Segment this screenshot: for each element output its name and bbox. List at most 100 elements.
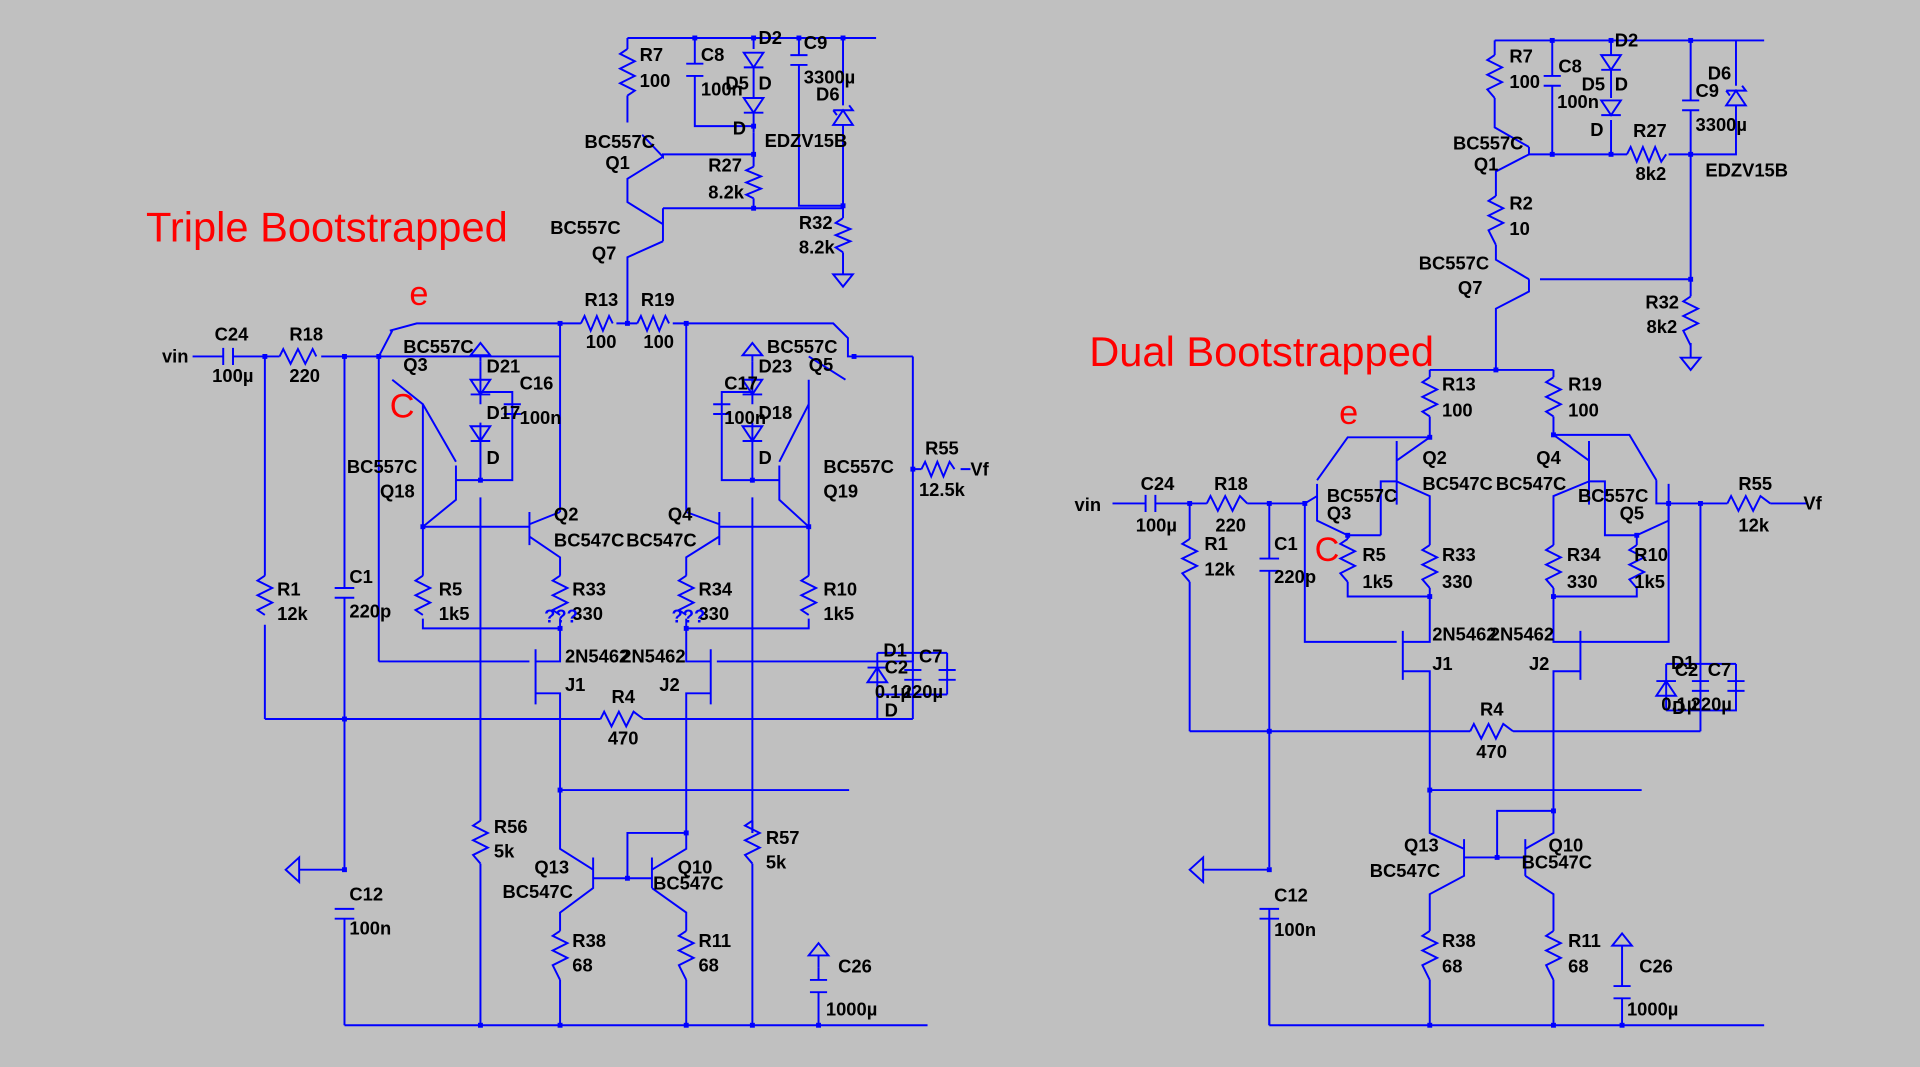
type-j2-r: 2N5462: [1490, 624, 1554, 645]
value-r5-l: 1k5: [439, 603, 470, 624]
value-r7-r: 100: [1509, 71, 1540, 92]
resistor-r27-l: [743, 165, 764, 200]
capacitor-c1-r: [1259, 557, 1280, 572]
label-r5-l: R5: [439, 578, 462, 599]
left-wires: [192, 36, 971, 1027]
resistor-r1-l: [255, 574, 275, 616]
label-r10-l: R10: [823, 578, 857, 599]
label-q4-l: Q4: [668, 504, 693, 525]
label-q2-l: Q2: [554, 504, 579, 525]
label-r34-l: R34: [698, 578, 732, 599]
label-q10-r: Q10: [1549, 834, 1584, 855]
capacitor-c17-l: [713, 403, 731, 416]
value-c24-r: 100µ: [1136, 515, 1177, 536]
value-r38-r: 68: [1442, 956, 1462, 977]
value-d6-l: EDZV15B: [765, 130, 848, 151]
resistor-r11-r: [1543, 930, 1564, 981]
resistor-r57-l: [742, 819, 762, 865]
left-grounds: [284, 273, 855, 968]
label-c17-l: C17: [724, 373, 758, 394]
label-q7-l: Q7: [592, 243, 617, 264]
label-q5-l: Q5: [809, 354, 833, 375]
capacitor-c2-r: [1691, 680, 1710, 692]
label-c7-r: C7: [1708, 659, 1731, 680]
value-d6-r: EDZV15B: [1705, 159, 1788, 180]
type-q1-l: BC557C: [585, 131, 655, 152]
value-c17-l: 100n: [724, 407, 766, 428]
type-q10-l: BC547C: [653, 872, 723, 893]
right-grounds: [1188, 356, 1703, 953]
label-d18-l: D18: [759, 402, 793, 423]
value-c24-l: 100µ: [212, 365, 253, 386]
label-d1-d-l: D: [885, 700, 898, 721]
type-q5-l: BC557C: [767, 336, 837, 357]
label-q1-r: Q1: [1474, 153, 1499, 174]
label-q13-r: Q13: [1404, 834, 1439, 855]
label-j1-r: J1: [1432, 653, 1452, 674]
label-c8-l: C8: [701, 44, 724, 65]
value-r11-r: 68: [1568, 956, 1588, 977]
resistor-r7-l: [617, 48, 637, 97]
label-c26-l: C26: [838, 956, 872, 977]
capacitor-c1-l: [334, 586, 355, 613]
type-q13-l: BC547C: [502, 881, 572, 902]
label-r13-l: R13: [585, 289, 619, 310]
label-d5-type-r: D: [1615, 74, 1628, 95]
resistor-r18-l: [278, 346, 318, 366]
value-c7-l: 220µ: [902, 681, 943, 702]
label-r11-r: R11: [1568, 930, 1601, 951]
diode-d5-r: [1599, 99, 1623, 117]
resistor-r33-l: [550, 574, 570, 616]
capacitor-c24-r: [1144, 494, 1157, 513]
left-junctions: [262, 35, 916, 1028]
label-r55-l: R55: [925, 437, 959, 458]
value-c12-r: 100n: [1274, 919, 1316, 940]
resistor-r10-l: [799, 574, 819, 616]
resistor-r4-l: [599, 709, 644, 729]
label-q3-r: Q3: [1327, 502, 1352, 523]
resistor-r19-l: [636, 313, 670, 334]
label-r55-r: R55: [1738, 473, 1772, 494]
label-d23-l: D23: [759, 355, 793, 376]
label-c24-l: C24: [215, 324, 249, 345]
label-r33-l: R33: [572, 578, 606, 599]
label-vf-r: Vf: [1803, 493, 1822, 514]
value-c8-l: 100n: [701, 79, 743, 100]
value-r33-l: 330: [572, 603, 603, 624]
label-r4-l: R4: [612, 686, 636, 707]
label-c12-r: C12: [1274, 885, 1308, 906]
type-q3-r: BC557C: [1327, 485, 1397, 506]
value-c9-l: 3300µ: [804, 66, 855, 87]
ground-c26-l: [806, 941, 831, 968]
label-r19-l: R19: [641, 289, 675, 310]
capacitor-c16-l: [503, 403, 521, 416]
label-d1-r: D1: [1671, 652, 1694, 673]
value-r1-r: 12k: [1204, 559, 1235, 580]
resistor-r13-r: [1420, 376, 1440, 418]
ground-c26-r: [1610, 931, 1634, 953]
label-q10-l: Q10: [678, 856, 713, 877]
diode-d23-l: [740, 378, 765, 397]
label-d5-d-r: D: [1590, 119, 1603, 140]
capacitor-c12-l: [334, 907, 355, 920]
diode-d1-r: [1654, 679, 1678, 697]
ground-c12-l: [284, 855, 301, 885]
resistor-r18-r: [1205, 493, 1248, 513]
resistor-r7-r: [1485, 54, 1505, 99]
value-r27-l: 8.2k: [708, 181, 745, 202]
resistor-r38-r: [1420, 930, 1440, 981]
value-r34-l: 330: [698, 603, 729, 624]
label-c9-r: C9: [1696, 80, 1719, 101]
label-r4-r: R4: [1480, 698, 1504, 719]
type-j1-r: 2N5462: [1432, 624, 1496, 645]
right-capacitors: [1144, 74, 1745, 1026]
label-r32-l: R32: [799, 212, 833, 233]
value-c16-l: 100n: [520, 407, 562, 428]
label-r19-r: R19: [1568, 374, 1602, 395]
diode-d18-l: [740, 425, 765, 443]
value-r18-r: 220: [1215, 515, 1246, 536]
label-c24-r: C24: [1141, 473, 1175, 494]
label-r38-r: R38: [1442, 930, 1476, 951]
value-r34-r: 330: [1567, 571, 1598, 592]
